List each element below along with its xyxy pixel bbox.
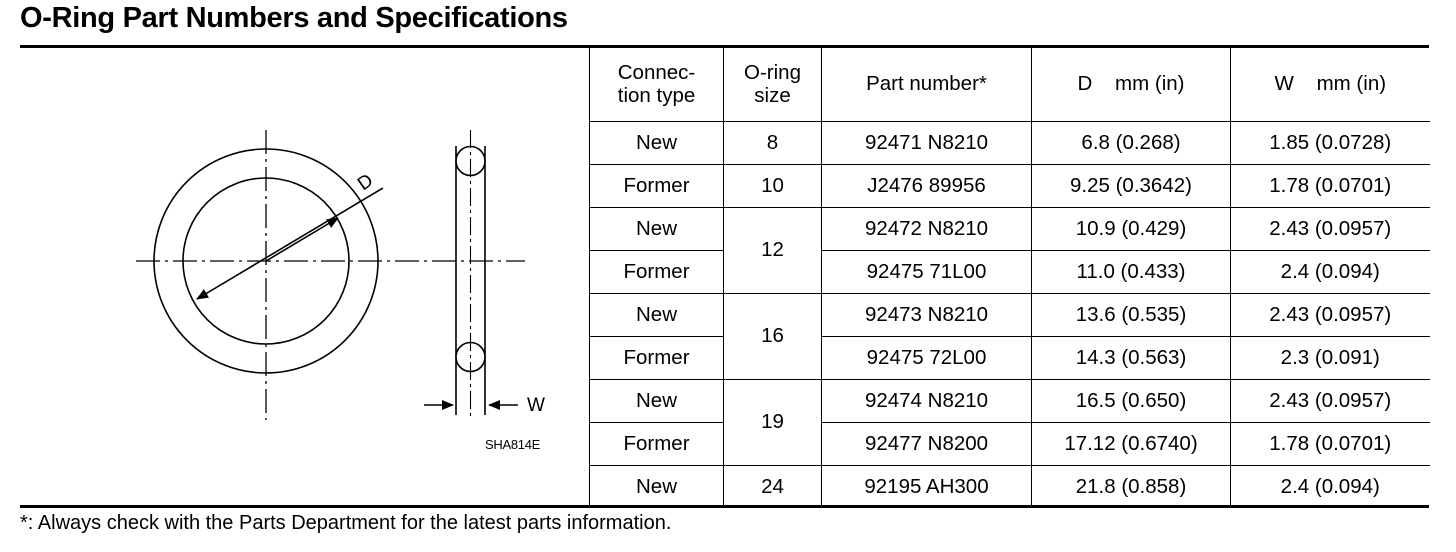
- cell-d: 11.0 (0.433): [1031, 249, 1231, 294]
- oring-diagram: D W SHA814E: [0, 48, 590, 505]
- page-title: O-Ring Part Numbers and Specifications: [20, 2, 568, 34]
- cell-d: 16.5 (0.650): [1031, 378, 1231, 423]
- cell-w: 2.43 (0.0957): [1230, 292, 1430, 337]
- cell-connection-type: New: [589, 120, 724, 165]
- cell-part-number: 92471 N8210: [821, 120, 1032, 165]
- cell-d: 14.3 (0.563): [1031, 335, 1231, 380]
- cell-oring-size: 10: [723, 163, 822, 208]
- cell-part-number: 92477 N8200: [821, 421, 1032, 466]
- cell-d: 6.8 (0.268): [1031, 120, 1231, 165]
- header-connection-type: Connec- tion type: [589, 48, 724, 122]
- cell-part-number: 92474 N8210: [821, 378, 1032, 423]
- table-row: New 8 92471 N8210 6.8 (0.268) 1.85 (0.07…: [589, 120, 1430, 165]
- cell-connection-type: New: [589, 464, 724, 508]
- header-part-number: Part number*: [821, 48, 1032, 122]
- top-rule: [20, 45, 1429, 48]
- figure-code: SHA814E: [485, 437, 540, 452]
- cell-part-number: 92473 N8210: [821, 292, 1032, 337]
- cell-w: 2.4 (0.094): [1230, 464, 1430, 508]
- d-dimension-arrow-inner: [265, 217, 339, 262]
- table-row: Former 92477 N8200 17.12 (0.6740) 1.78 (…: [589, 421, 1430, 466]
- cell-connection-type: New: [589, 206, 724, 251]
- cell-d: 21.8 (0.858): [1031, 464, 1231, 508]
- table-row: New 12 92472 N8210 10.9 (0.429) 2.43 (0.…: [589, 206, 1430, 294]
- oring-spec-table: Connec- tion type O-ring size Part numbe…: [589, 48, 1430, 508]
- cell-connection-type: Former: [589, 163, 724, 208]
- cell-oring-size: 8: [723, 120, 822, 165]
- cell-part-number: 92475 71L00: [821, 249, 1032, 294]
- table-row: Former 92475 72L00 14.3 (0.563) 2.3 (0.0…: [589, 335, 1430, 380]
- cell-w: 2.43 (0.0957): [1230, 206, 1430, 251]
- cell-d: 17.12 (0.6740): [1031, 421, 1231, 466]
- cell-w: 2.43 (0.0957): [1230, 378, 1430, 423]
- cell-d: 9.25 (0.3642): [1031, 163, 1231, 208]
- cell-connection-type: Former: [589, 421, 724, 466]
- table-row: Former 10 J2476 89956 9.25 (0.3642) 1.78…: [589, 163, 1430, 208]
- cell-connection-type: Former: [589, 249, 724, 294]
- cell-connection-type: New: [589, 378, 724, 423]
- header-d: D mm (in): [1031, 48, 1231, 122]
- cell-oring-size: 12: [723, 206, 822, 294]
- cell-oring-size: 19: [723, 378, 822, 466]
- w-label: W: [527, 395, 545, 416]
- bottom-rule: [20, 505, 1429, 508]
- cell-w: 2.4 (0.094): [1230, 249, 1430, 294]
- cell-d: 10.9 (0.429): [1031, 206, 1231, 251]
- oring-diagram-drawing: [136, 130, 525, 420]
- header-w: W mm (in): [1230, 48, 1430, 122]
- cell-part-number: J2476 89956: [821, 163, 1032, 208]
- cell-part-number: 92472 N8210: [821, 206, 1032, 251]
- cell-oring-size: 24: [723, 464, 822, 508]
- cell-w: 1.78 (0.0701): [1230, 421, 1430, 466]
- footnote: *: Always check with the Parts Departmen…: [20, 512, 672, 534]
- cell-connection-type: Former: [589, 335, 724, 380]
- cell-w: 2.3 (0.091): [1230, 335, 1430, 380]
- table-row: New 19 92474 N8210 16.5 (0.650) 2.43 (0.…: [589, 378, 1430, 466]
- cell-part-number: 92475 72L00: [821, 335, 1032, 380]
- table-header-row: Connec- tion type O-ring size Part numbe…: [589, 48, 1430, 122]
- d-dimension-arrow: [196, 187, 384, 300]
- table-row: Former 92475 71L00 11.0 (0.433) 2.4 (0.0…: [589, 249, 1430, 294]
- cell-part-number: 92195 AH300: [821, 464, 1032, 508]
- table-row: New 24 92195 AH300 21.8 (0.858) 2.4 (0.0…: [589, 464, 1430, 508]
- cell-oring-size: 16: [723, 292, 822, 380]
- cell-d: 13.6 (0.535): [1031, 292, 1231, 337]
- cell-w: 1.78 (0.0701): [1230, 163, 1430, 208]
- cell-connection-type: New: [589, 292, 724, 337]
- cell-w: 1.85 (0.0728): [1230, 120, 1430, 165]
- header-oring-size: O-ring size: [723, 48, 822, 122]
- table-row: New 16 92473 N8210 13.6 (0.535) 2.43 (0.…: [589, 292, 1430, 380]
